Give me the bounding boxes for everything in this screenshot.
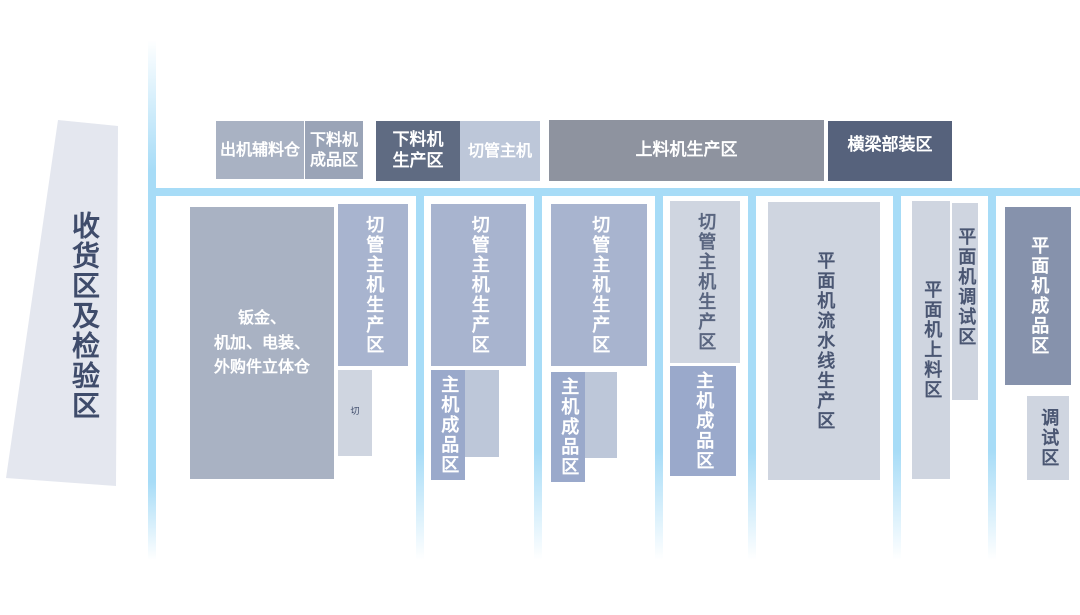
zone-zhuji-chengpin-3: 主机成品区 xyxy=(551,372,585,482)
aisle-4 xyxy=(748,196,756,560)
zone-bay3-empty xyxy=(585,372,617,458)
receiving-area-shape xyxy=(6,120,118,486)
main-aisle-horizontal xyxy=(156,188,1080,196)
zone-qieguan-shengchan-4: 切管主机生产区 xyxy=(670,201,740,363)
zone-small-qie: 切 xyxy=(338,370,372,456)
zone-pingmian-tiaoshi: 平面机调试区 xyxy=(952,203,978,400)
zone-pingmian-shangliao: 平面机上料区 xyxy=(912,201,950,479)
zone-pingmian-chengpin: 平面机成品区 xyxy=(1005,207,1071,385)
zone-shangliaoji-shengchan: 上料机生产区 xyxy=(549,120,824,181)
zone-warehouse: 钣金、 机加、电装、 外购件立体仓 xyxy=(190,207,334,479)
zone-hengliang-buzhuang: 横梁部装区 xyxy=(828,121,952,181)
receiving-area-label: 收货区及检验区 xyxy=(68,211,101,421)
zone-qieguan-shengchan-3: 切管主机生产区 xyxy=(551,204,647,366)
main-aisle-vertical xyxy=(148,40,156,560)
zone-tiaoshi: 调试区 xyxy=(1027,396,1069,480)
aisle-1 xyxy=(416,196,424,560)
zone-zhuji-chengpin-4: 主机成品区 xyxy=(670,366,736,476)
zone-xialiaoji-shengchan: 下料机 生产区 xyxy=(376,121,460,181)
zone-pingmian-liushuixian: 平面机流水线生产区 xyxy=(768,202,880,480)
aisle-3 xyxy=(655,196,663,560)
aisle-5 xyxy=(893,196,901,560)
receiving-area: 收货区及检验区 xyxy=(6,120,118,488)
zone-xialiaoji-chengpin: 下料机 成品区 xyxy=(305,121,363,179)
aisle-2 xyxy=(534,196,542,560)
zone-qieguan-shengchan-2: 切管主机生产区 xyxy=(431,204,526,366)
zone-bay2-empty xyxy=(465,370,499,457)
zone-qieguan-shengchan-1: 切管主机生产区 xyxy=(338,204,408,366)
zone-zhuji-chengpin-2: 主机成品区 xyxy=(431,370,465,480)
zone-chuji-fuliao: 出机辅料仓 xyxy=(216,121,304,179)
zone-qieguan-zhuji: 切管主机 xyxy=(460,121,540,181)
aisle-6 xyxy=(988,196,996,560)
